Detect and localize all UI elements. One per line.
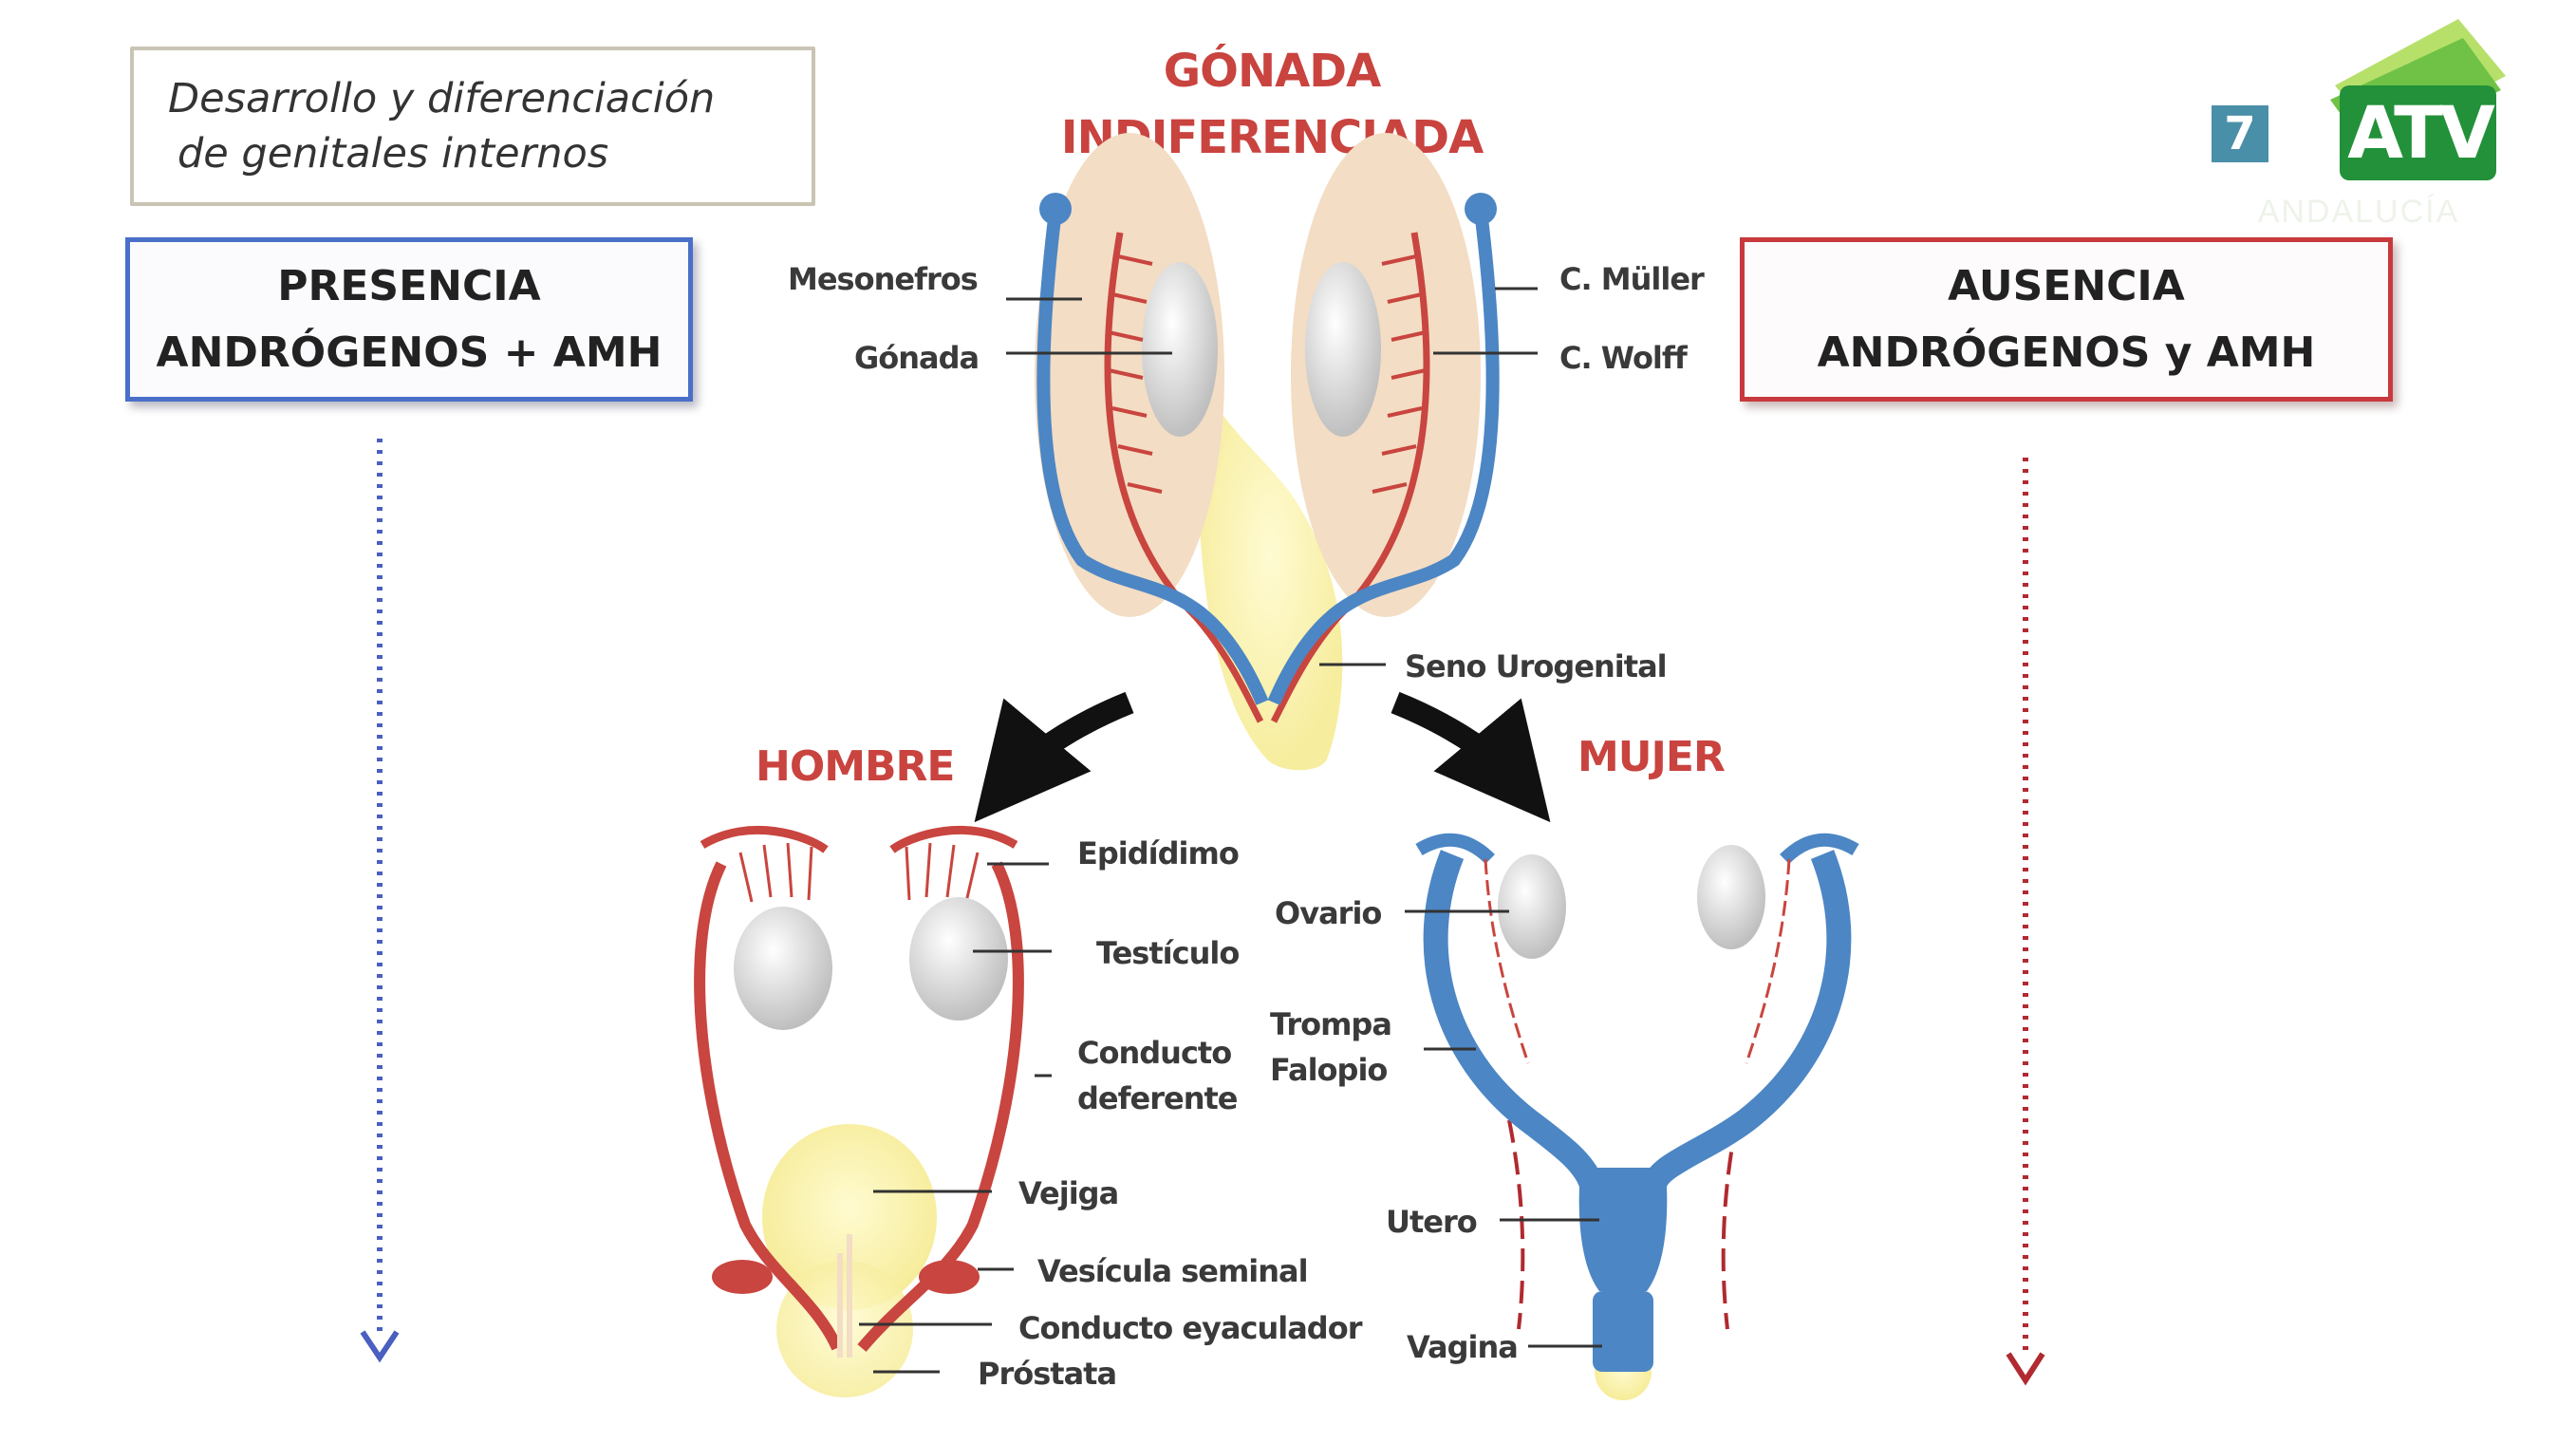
presence-line-2: ANDRÓGENOS + AMH [156, 328, 663, 377]
presence-dotted-arrow [360, 439, 400, 1363]
label-vesicula-seminal: Vesícula seminal [1037, 1253, 1309, 1289]
title-line-2: de genitales internos [177, 130, 609, 178]
channel-number-badge: 7 [2212, 105, 2268, 162]
absence-box: AUSENCIA ANDRÓGENOS y AMH [1740, 237, 2393, 402]
indifferent-gonad-illustration [1035, 133, 1500, 771]
label-prostata: Próstata [978, 1356, 1117, 1392]
title-box: Desarrollo y diferenciación de genitales… [130, 47, 815, 206]
absence-line-2: ANDRÓGENOS y AMH [1817, 328, 2316, 377]
absence-dotted-arrow [2006, 458, 2045, 1386]
label-mesonefros: Mesonefros [788, 261, 979, 297]
label-conducto-line-2: deferente [1077, 1080, 1238, 1116]
gonad-header-line-1: GÓNADA [1163, 45, 1382, 98]
label-vagina: Vagina [1407, 1329, 1519, 1365]
logo-brand: ATV [2347, 89, 2495, 175]
absence-line-1: AUSENCIA [1948, 261, 2185, 310]
male-illustration [694, 825, 1024, 1397]
man-header: HOMBRE [756, 742, 955, 791]
arrow-to-female [1391, 691, 1551, 823]
label-c-wolff: C. Wolff [1559, 340, 1688, 376]
logo-region: ANDALUCÍA [2257, 194, 2460, 230]
woman-header: MUJER [1577, 733, 1726, 781]
label-ovario: Ovario [1275, 895, 1382, 931]
arrow-to-male [974, 691, 1134, 823]
leader-lines [859, 287, 1602, 1374]
label-trompa-line-2: Falopio [1270, 1052, 1388, 1088]
female-illustration [1415, 833, 1859, 1400]
label-c-muller: C. Müller [1559, 261, 1705, 297]
label-epididimo: Epidídimo [1077, 835, 1240, 871]
presence-line-1: PRESENCIA [277, 261, 541, 310]
label-trompa-line-1: Trompa [1270, 1006, 1392, 1042]
label-trompa-falopio: Trompa Falopio [1270, 1002, 1392, 1093]
label-vejiga: Vejiga [1018, 1175, 1119, 1211]
label-testiculo: Testículo [1096, 935, 1240, 971]
label-utero: Utero [1386, 1204, 1478, 1240]
label-seno-urogenital: Seno Urogenital [1405, 648, 1668, 684]
title-line-1: Desarrollo y diferenciación [168, 75, 716, 122]
label-conducto-deferente: Conducto deferente [1077, 1030, 1238, 1121]
label-gonada: Gónada [854, 340, 980, 376]
atv-logo-icon [2330, 19, 2506, 180]
label-conducto-eyaculador: Conducto eyaculador [1018, 1310, 1362, 1346]
presence-box: PRESENCIA ANDRÓGENOS + AMH [125, 237, 693, 402]
label-conducto-line-1: Conducto [1077, 1035, 1232, 1071]
